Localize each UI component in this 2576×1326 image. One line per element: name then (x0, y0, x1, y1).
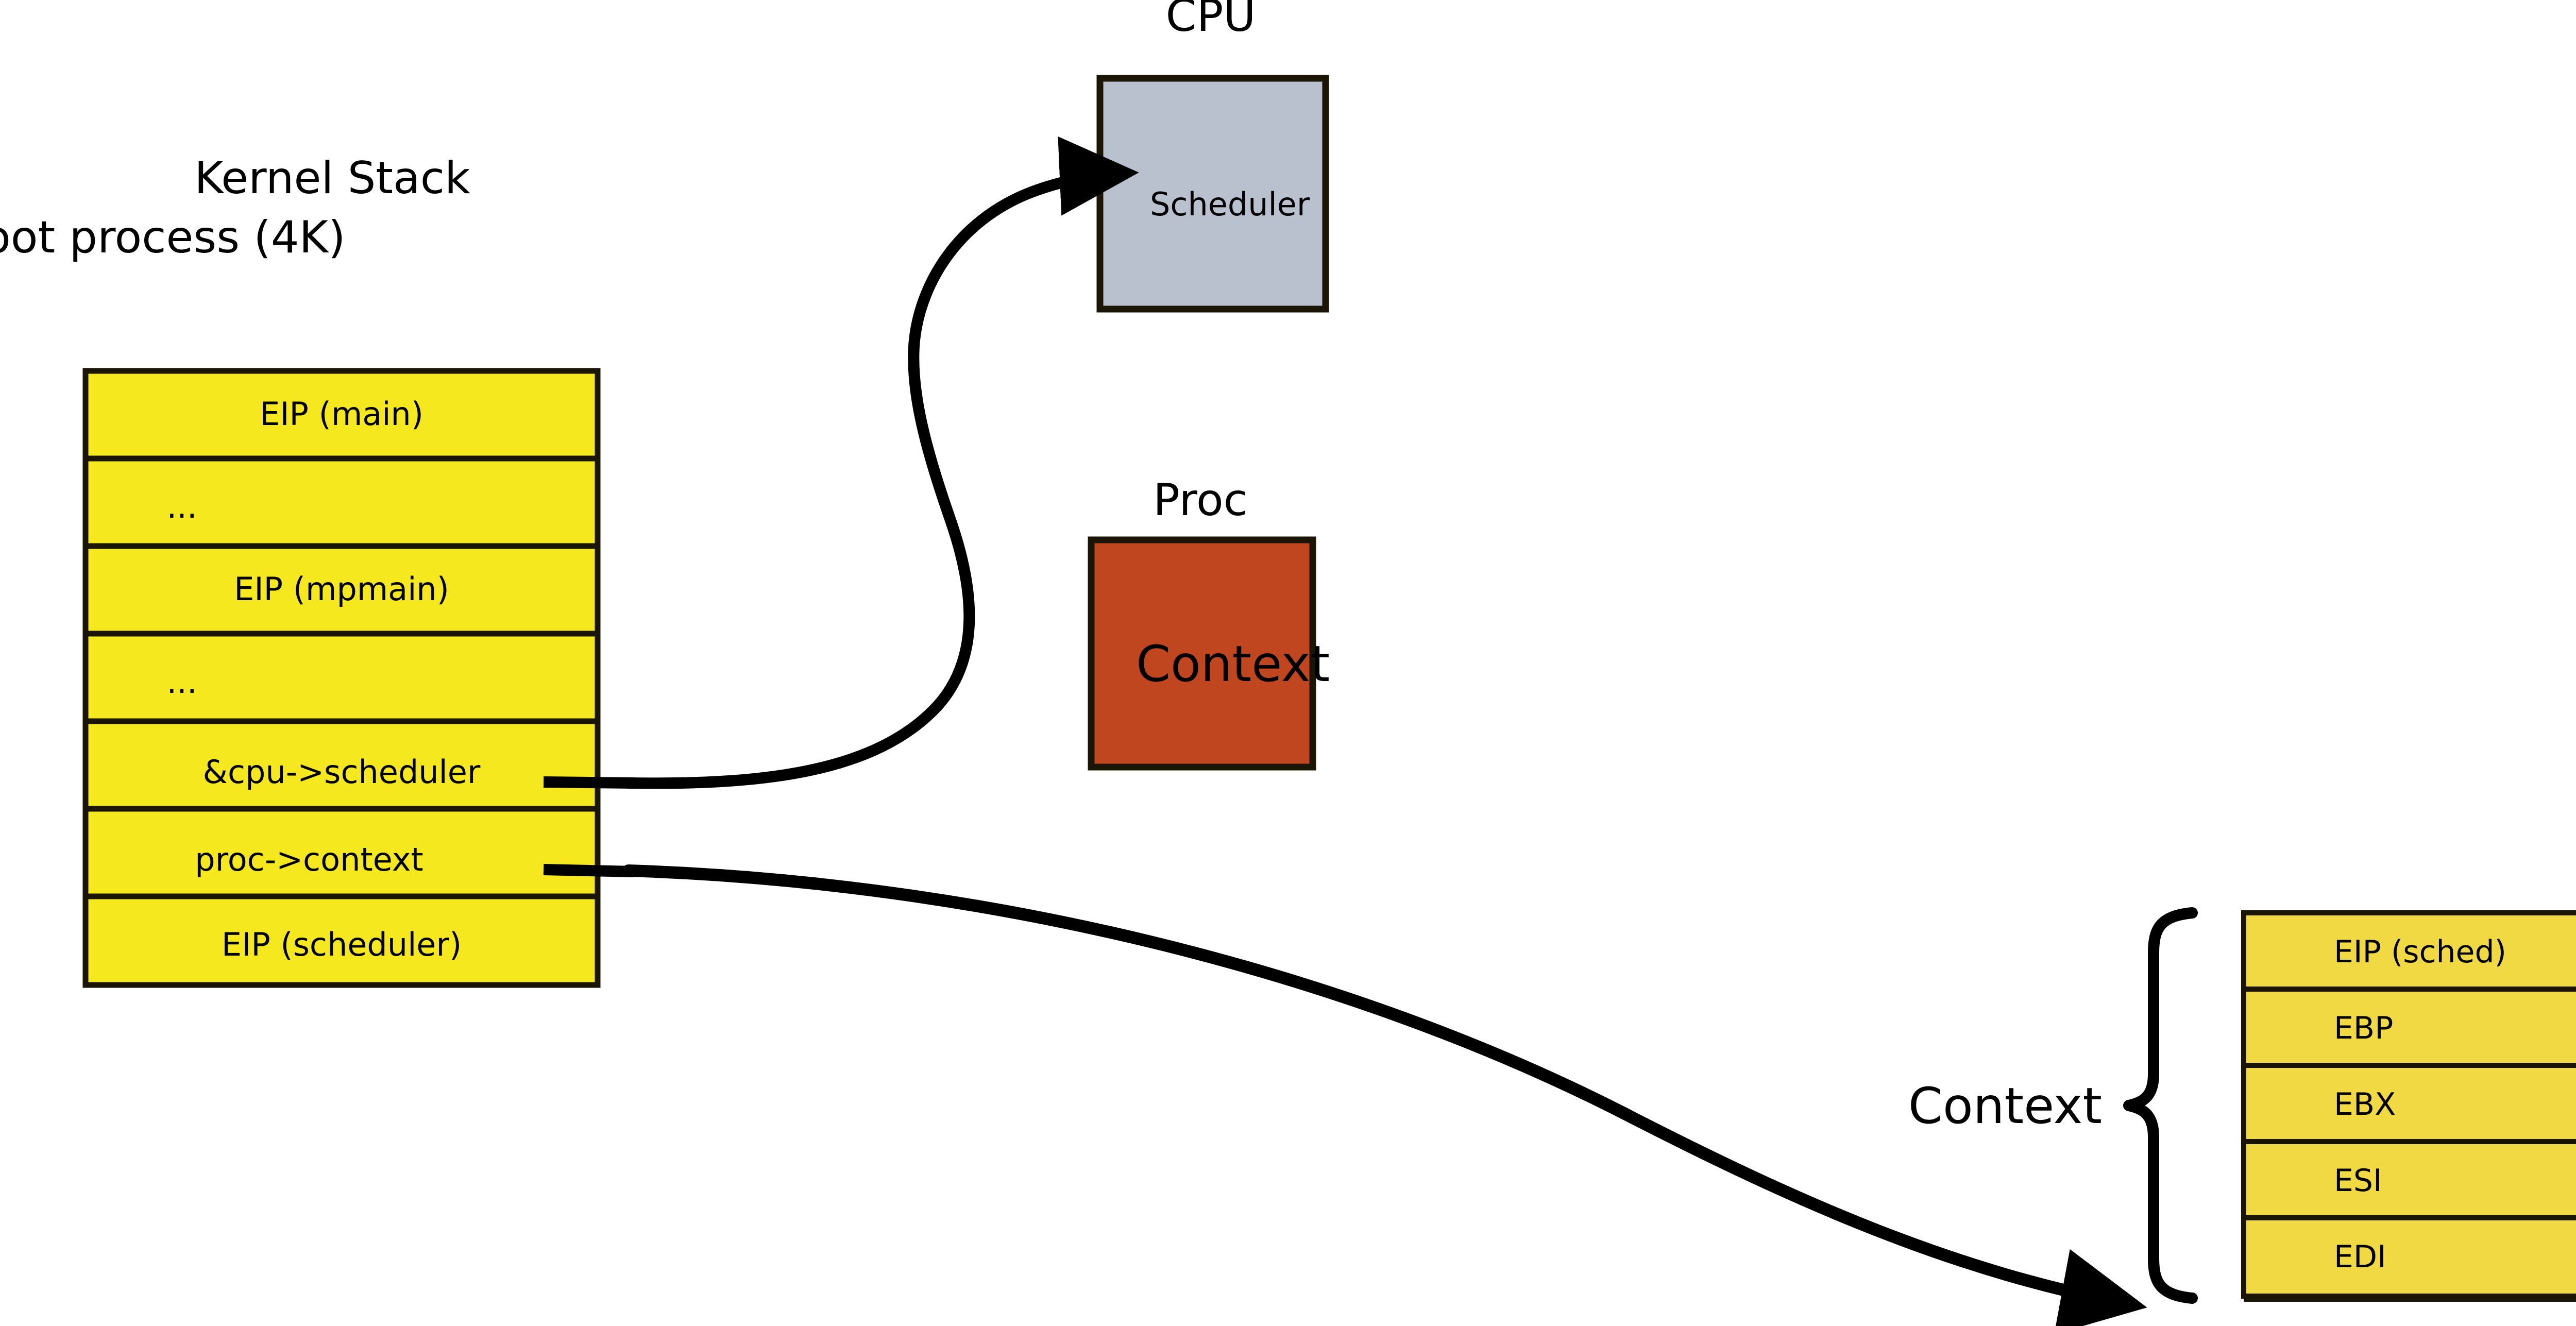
context-pointer-arrow (543, 864, 2147, 1326)
stack-cell-3 (82, 631, 601, 724)
stack-cell-0 (82, 368, 601, 462)
proc-context-label: Context (1136, 635, 1330, 693)
stack-cell-1 (82, 455, 601, 549)
context-cell-label-4: EDI (2334, 1239, 2386, 1275)
cpu-scheduler-label: Scheduler (1150, 185, 1310, 223)
stack-cell-label-0: EIP (main) (260, 395, 423, 433)
kernel-stack-title-line1: Kernel Stack (194, 152, 470, 204)
context-cell-1 (2241, 987, 2576, 1068)
stack-cell-label-5: proc->context (195, 841, 423, 878)
stack-cell-label-4: &cpu->scheduler (203, 753, 481, 791)
scheduler-pointer-curve (623, 136, 1139, 789)
proc-title: Proc (1153, 474, 1248, 526)
stack-cell-5 (82, 806, 601, 899)
context-cell-0 (2241, 910, 2576, 992)
context-struct-table: EIP (sched) EBP EBX ESI EDI (2241, 910, 2576, 1302)
stack-cell-label-6: EIP (scheduler) (222, 926, 462, 963)
context-pointer-stub (543, 864, 634, 877)
stack-cell-6 (82, 893, 601, 988)
context-cell-4 (2241, 1215, 2576, 1299)
scheduler-pointer-stub (543, 776, 634, 789)
context-cell-2 (2241, 1063, 2576, 1144)
stack-cell-label-3: ... (166, 663, 197, 701)
context-cell-3 (2241, 1139, 2576, 1220)
cpu-title: CPU (1166, 0, 1256, 42)
context-cell-label-1: EBP (2334, 1010, 2393, 1046)
kernel-stack-title-line2: of a boot process (4K) (0, 212, 346, 263)
context-cell-label-2: EBX (2334, 1086, 2396, 1123)
scheduler-pointer-arrow (543, 136, 1139, 789)
context-cell-label-3: ESI (2334, 1163, 2382, 1199)
context-pointer-curve (622, 864, 2147, 1326)
context-brace (2123, 907, 2198, 1304)
kernel-stack-table: EIP (main) ... EIP (mpmain) ... &cpu->sc… (82, 368, 601, 988)
proc-box (1088, 536, 1316, 771)
stack-cell-label-2: EIP (mpmain) (234, 570, 449, 608)
context-brace-label: Context (1908, 1077, 2102, 1135)
stack-cell-label-1: ... (166, 488, 197, 525)
context-cell-label-0: EIP (sched) (2334, 934, 2506, 970)
